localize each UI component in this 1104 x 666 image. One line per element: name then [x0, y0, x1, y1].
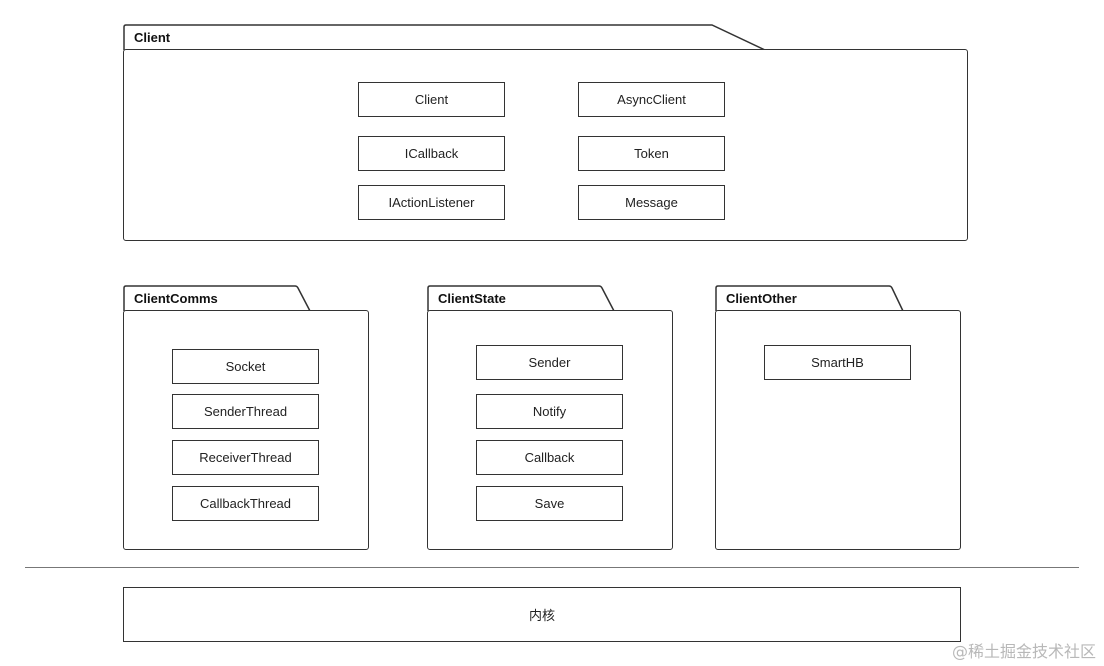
- package-client-other-title: ClientOther: [726, 291, 797, 306]
- class-sender: Sender: [476, 345, 623, 380]
- class-smarthb: SmartHB: [764, 345, 911, 380]
- class-socket: Socket: [172, 349, 319, 384]
- class-sender-thread: SenderThread: [172, 394, 319, 429]
- class-notify: Notify: [476, 394, 623, 429]
- package-client-comms-title: ClientComms: [134, 291, 218, 306]
- package-client-state-title: ClientState: [438, 291, 506, 306]
- class-message: Message: [578, 185, 725, 220]
- class-callback: Callback: [476, 440, 623, 475]
- kernel-label: 内核: [528, 609, 555, 624]
- class-receiver-thread: ReceiverThread: [172, 440, 319, 475]
- class-client: Client: [358, 82, 505, 117]
- class-icallback: ICallback: [358, 136, 505, 171]
- kernel-box: 内核: [123, 587, 961, 642]
- class-save: Save: [476, 486, 623, 521]
- layer-divider: [25, 567, 1079, 568]
- package-client-frame: [123, 49, 968, 241]
- class-iactionlistener: IActionListener: [358, 185, 505, 220]
- package-client-title: Client: [134, 30, 171, 45]
- watermark: @稀土掘金技术社区: [951, 642, 1096, 661]
- class-callback-thread: CallbackThread: [172, 486, 319, 521]
- class-async-client: AsyncClient: [578, 82, 725, 117]
- class-token: Token: [578, 136, 725, 171]
